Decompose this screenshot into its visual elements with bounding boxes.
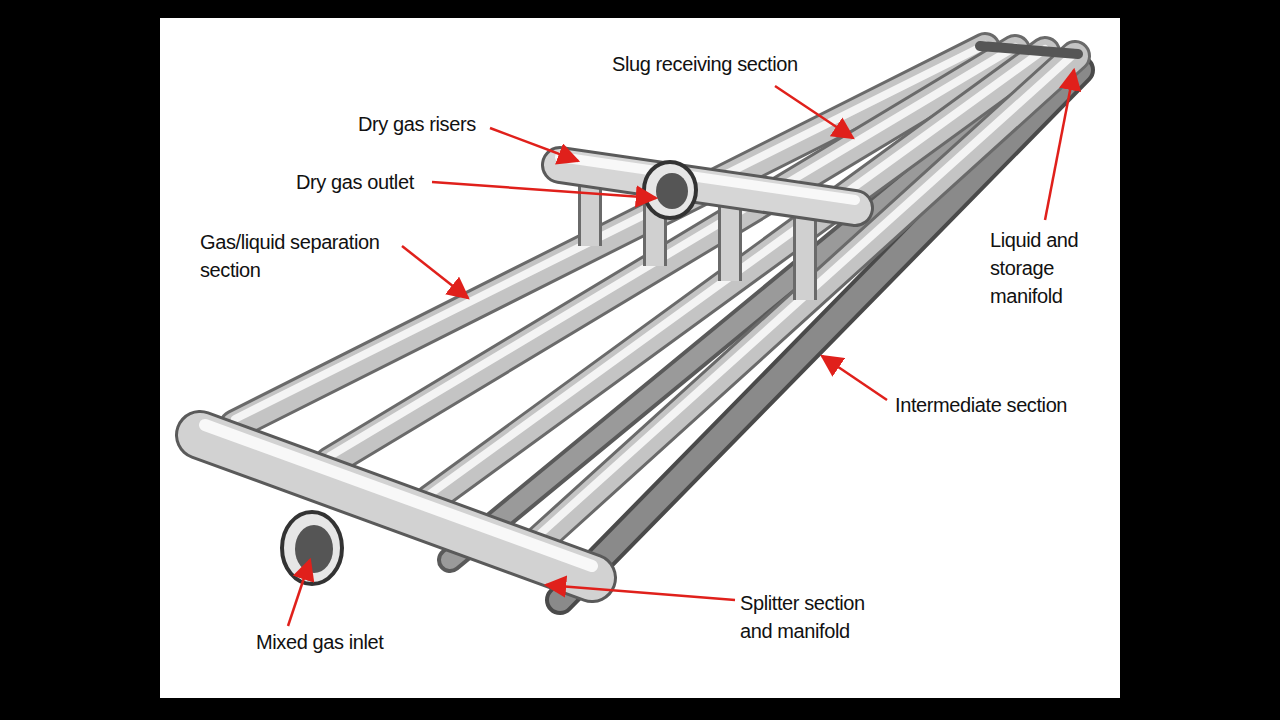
part-label: Liquid and storage manifold xyxy=(990,226,1090,310)
leader-line xyxy=(1045,70,1074,220)
leader-line xyxy=(490,128,578,161)
white-panel xyxy=(160,18,1120,698)
leader-line xyxy=(822,356,887,400)
splitter-manifold xyxy=(200,425,592,578)
pipe-highlight xyxy=(430,49,1045,494)
leader-lines xyxy=(288,70,1074,626)
header-outline xyxy=(560,165,855,208)
part-label: Splitter section and manifold xyxy=(740,589,890,645)
part-label: Mixed gas inlet xyxy=(256,628,383,656)
inlet-flange xyxy=(282,512,342,584)
leader-line xyxy=(775,86,853,138)
leader-line xyxy=(432,182,656,198)
fingers xyxy=(235,45,1075,540)
leader-line xyxy=(546,585,735,600)
outlet-flange xyxy=(644,162,696,218)
part-label: Gas/liquid separation section xyxy=(200,228,405,284)
part-label: Intermediate section xyxy=(895,391,1067,419)
riser-header xyxy=(560,157,855,208)
leader-line xyxy=(288,560,310,626)
manifold-body xyxy=(200,435,592,578)
far-manifold xyxy=(980,46,1078,54)
outlet-bore xyxy=(656,173,688,209)
part-label: Dry gas risers xyxy=(358,110,476,138)
manifold-highlight xyxy=(205,425,592,566)
part-label: Dry gas outlet xyxy=(296,168,414,196)
inlet-bore xyxy=(295,525,333,573)
part-label: Slug receiving section xyxy=(612,50,798,78)
header-body xyxy=(560,165,855,208)
leader-line xyxy=(402,246,468,298)
manifold-outline xyxy=(200,435,592,578)
